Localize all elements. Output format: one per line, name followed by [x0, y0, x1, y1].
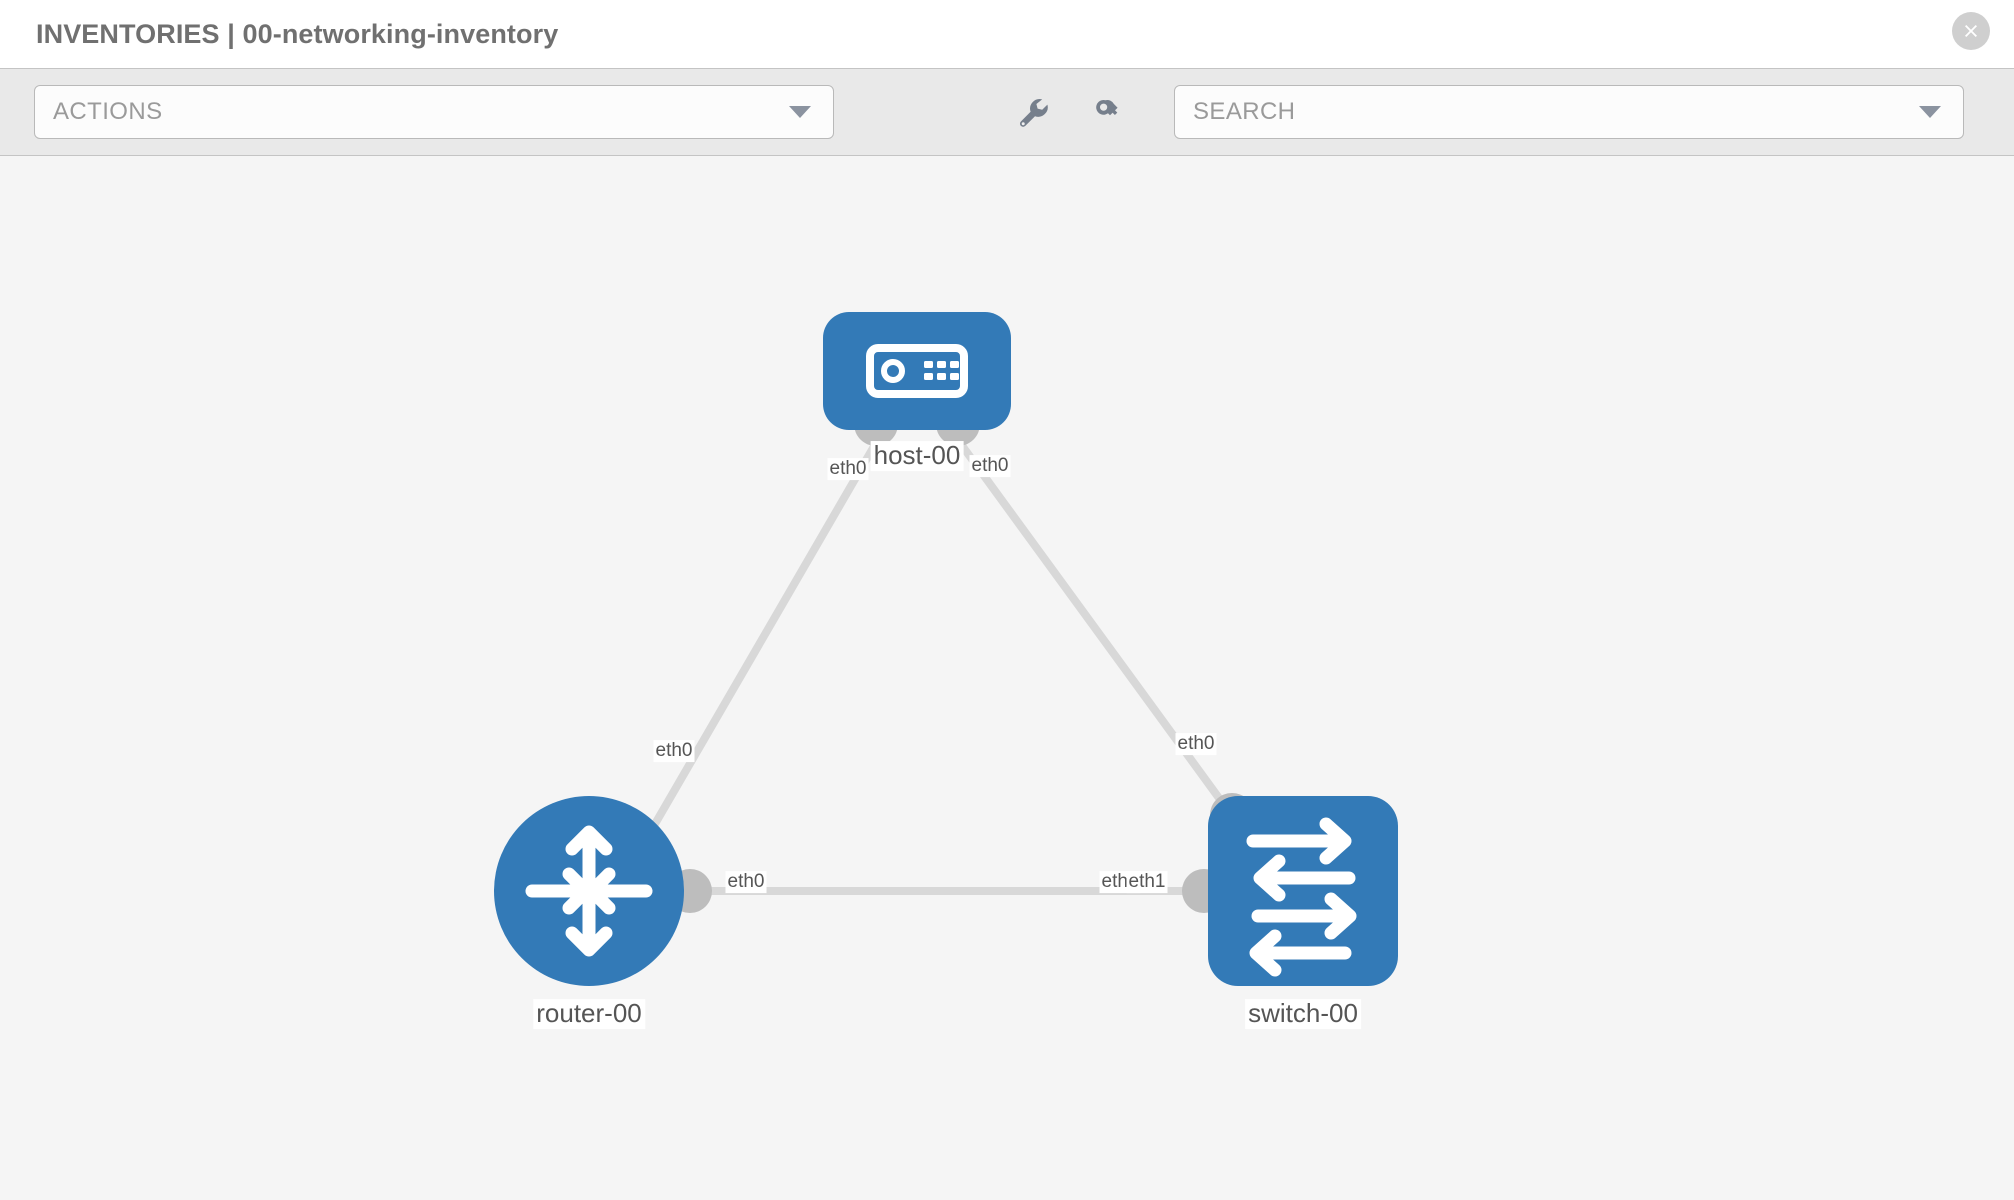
node-label-router-00: router-00: [533, 998, 645, 1029]
chevron-down-icon: [1919, 106, 1941, 118]
iface-label-switch00-eth0-up: eth0: [1175, 733, 1217, 755]
topology-canvas[interactable]: host-00 router-00 switch-00 eth0 eth0 et…: [0, 156, 2014, 1200]
link-host00-switch00: [951, 432, 1247, 835]
link-host00-router00: [644, 432, 884, 840]
iface-label-host00-eth0-right: eth0: [969, 455, 1011, 477]
search-input[interactable]: SEARCH: [1174, 85, 1964, 139]
node-label-switch-00: switch-00: [1245, 998, 1361, 1029]
close-icon[interactable]: [1952, 12, 1990, 50]
iface-label-router00-eth0-up: eth0: [653, 740, 695, 762]
node-router-00[interactable]: [494, 796, 684, 986]
key-icon[interactable]: [1088, 90, 1132, 134]
iface-label-router00-eth0-right: eth0: [725, 871, 767, 893]
topology-graph: [494, 312, 1398, 986]
chevron-down-icon: [789, 106, 811, 118]
link-layer: [644, 432, 1247, 895]
actions-dropdown-label: ACTIONS: [53, 98, 163, 125]
node-label-host-00: host-00: [870, 440, 964, 471]
iface-label-switch00-eth1: eth1: [1126, 871, 1168, 893]
search-placeholder: SEARCH: [1193, 98, 1296, 125]
iface-label-host00-eth0-left: eth0: [827, 458, 869, 480]
toolbar: ACTIONS SEARCH: [0, 68, 2014, 156]
node-switch-00[interactable]: [1208, 796, 1398, 986]
page-title: INVENTORIES | 00-networking-inventory: [36, 18, 559, 49]
wrench-icon[interactable]: [1010, 90, 1054, 134]
page-header: INVENTORIES | 00-networking-inventory: [0, 0, 2014, 68]
toolbar-icon-group: [1010, 90, 1132, 134]
actions-dropdown[interactable]: ACTIONS: [34, 85, 834, 139]
node-host-00[interactable]: [823, 312, 1011, 430]
